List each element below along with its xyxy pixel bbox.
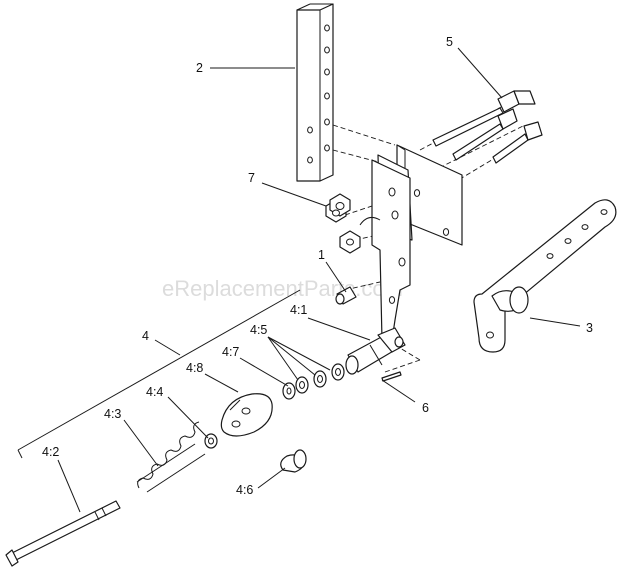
leader-lines xyxy=(57,47,581,513)
callout-1: 1 xyxy=(318,248,325,262)
part-4-6-carriage-bolt xyxy=(280,449,307,473)
callout-4-2: 4:2 xyxy=(42,445,59,459)
callout-4-3: 4:3 xyxy=(104,407,121,421)
callout-4-6: 4:6 xyxy=(236,483,253,497)
part-1-pin xyxy=(335,286,357,305)
callout-4-1: 4:1 xyxy=(290,303,307,317)
callout-4-7: 4:7 xyxy=(222,345,239,359)
watermark-text: eReplacementParts.com xyxy=(162,276,403,301)
callout-5: 5 xyxy=(446,35,453,49)
part-4-8-cam-plate xyxy=(220,393,273,437)
callout-7: 7 xyxy=(248,171,255,185)
callout-3: 3 xyxy=(586,321,593,335)
part-4-3-spring xyxy=(136,421,206,493)
part-2-square-tube xyxy=(296,3,334,182)
callout-4-4: 4:4 xyxy=(146,385,163,399)
part-6-cotter-pin xyxy=(381,371,402,382)
part-7-nuts xyxy=(325,193,361,254)
callout-4-5: 4:5 xyxy=(250,323,267,337)
part-5-bolts xyxy=(432,90,543,164)
callout-4: 4 xyxy=(142,329,149,343)
callout-4-8: 4:8 xyxy=(186,361,203,375)
callout-labels: 2 5 7 1 3 4:1 4 4:5 4:7 4:8 4:4 4:3 6 4:… xyxy=(42,35,593,497)
part-4-5-washers xyxy=(295,363,345,394)
part-4-2-rod xyxy=(5,500,121,567)
part-3-lever-arm xyxy=(473,199,617,353)
bracket-plate-assembly xyxy=(359,144,463,341)
part-4-1-clevis xyxy=(345,327,406,375)
callout-6: 6 xyxy=(422,401,429,415)
group-bracket-4 xyxy=(17,289,301,459)
part-4-7-washer xyxy=(282,382,296,400)
callout-2: 2 xyxy=(196,61,203,75)
